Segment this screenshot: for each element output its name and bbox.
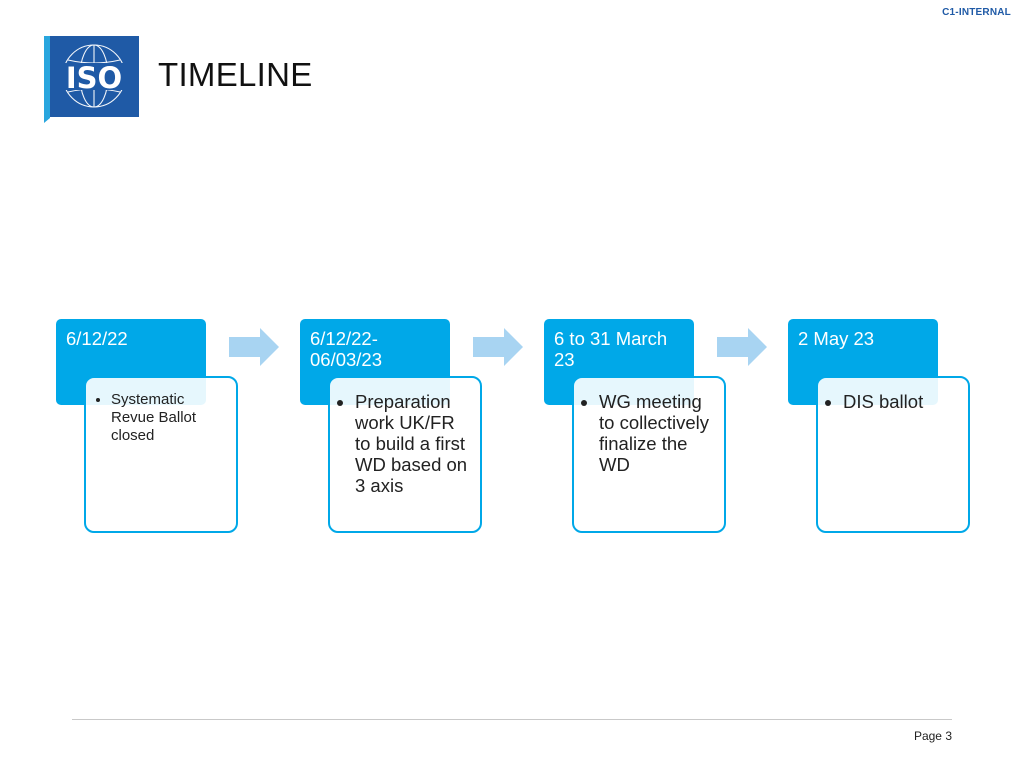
classification-label: C1-INTERNAL xyxy=(942,7,1011,18)
timeline-detail-4: DIS ballot xyxy=(816,376,970,533)
timeline-detail-item: Preparation work UK/FR to build a first … xyxy=(355,391,472,496)
page-number: Page 3 xyxy=(913,729,952,743)
timeline-date-label: 2 May 23 xyxy=(798,328,875,349)
arrow-right-icon xyxy=(229,328,279,366)
timeline-date-label: 6/12/22-06/03/23 xyxy=(310,328,383,370)
iso-logo: ISO xyxy=(44,36,139,123)
timeline-date-label: 6/12/22 xyxy=(66,328,128,349)
timeline-detail-item: Systematic Revue Ballot closed xyxy=(111,391,228,445)
timeline-detail-2: Preparation work UK/FR to build a first … xyxy=(328,376,482,533)
footer-divider xyxy=(72,719,952,720)
svg-text:ISO: ISO xyxy=(66,61,122,95)
timeline-date-label: 6 to 31 March 23 xyxy=(554,328,668,370)
arrow-right-icon xyxy=(717,328,767,366)
arrow-right-icon xyxy=(473,328,523,366)
timeline-detail-3: WG meeting to collectively finalize the … xyxy=(572,376,726,533)
timeline-detail-item: WG meeting to collectively finalize the … xyxy=(599,391,716,475)
slide-title: TIMELINE xyxy=(158,56,313,93)
timeline-detail-item: DIS ballot xyxy=(843,391,960,412)
timeline-detail-1: Systematic Revue Ballot closed xyxy=(84,376,238,533)
